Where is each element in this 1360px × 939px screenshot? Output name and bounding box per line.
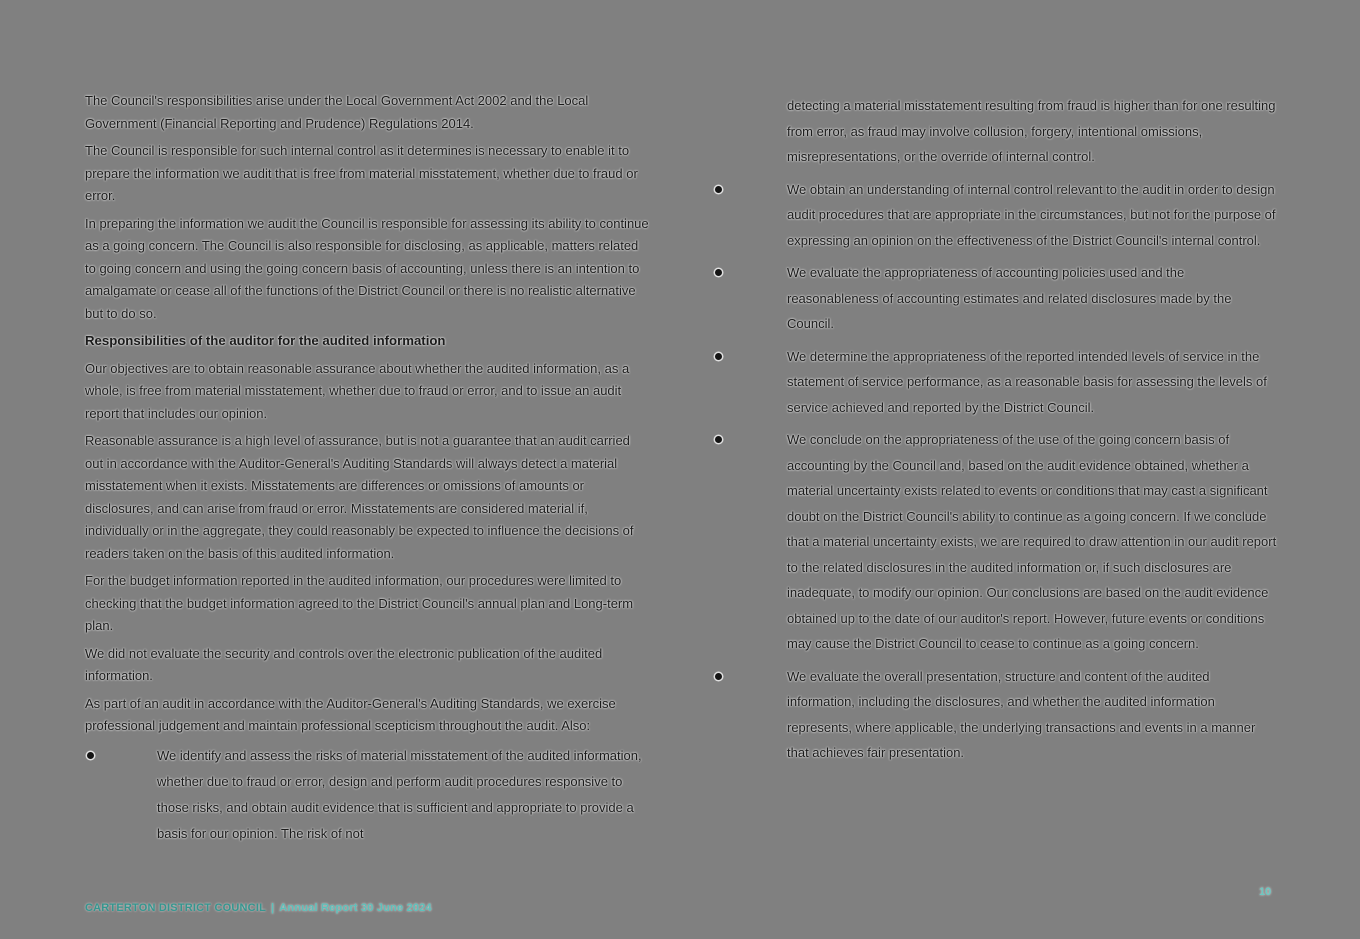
bullet-text: We evaluate the overall presentation, st… — [787, 668, 1256, 761]
bullet-text: We obtain an understanding of internal c… — [787, 181, 1276, 248]
bullet-item-internal-control-understanding: We obtain an understanding of internal c… — [713, 177, 1279, 254]
paragraph-going-concern: In preparing the information we audit th… — [85, 215, 649, 321]
bullet-text: We determine the appropriateness of the … — [787, 348, 1267, 415]
bullet-dot-icon — [715, 436, 722, 443]
bullet-text: We conclude on the appropriateness of th… — [787, 432, 1277, 651]
bullet-dot-icon — [87, 751, 94, 759]
bullet-dot-icon — [715, 672, 722, 680]
footer-separator: | — [271, 902, 275, 914]
bullet-item-levels-of-service: We determine the appropriateness of the … — [713, 344, 1279, 421]
right-column: detecting a material misstatement result… — [713, 93, 1279, 773]
page-footer: CARTERTON DISTRICT COUNCIL | Annual Report… — [85, 902, 432, 914]
bullet-dot-icon — [715, 269, 722, 276]
paragraph-council-responsibilities-acts: The Council's responsibilities arise und… — [85, 93, 589, 131]
bullet-dot-icon — [715, 185, 722, 193]
bullet-item-overall-presentation: We evaluate the overall presentation, st… — [713, 664, 1279, 766]
bullet-item-accounting-policies: We evaluate the appropriateness of accou… — [713, 260, 1279, 337]
paragraph-budget-information: For the budget information reported in t… — [85, 573, 634, 633]
section-heading-auditor-responsibilities: Responsibilities of the auditor for the … — [85, 333, 446, 348]
paragraph-objectives: Our objectives are to obtain reasonable … — [85, 360, 630, 421]
left-column: The Council's responsibilities arise und… — [85, 90, 651, 852]
paragraph-internal-control: The Council is responsible for such inte… — [85, 143, 638, 203]
bullet-text: We identify and assess the risks of mate… — [157, 747, 642, 841]
page-number: 10 — [1259, 886, 1272, 898]
paragraph-continuation-detecting-misstatement: detecting a material misstatement result… — [787, 98, 1276, 164]
paragraph-electronic-publication: We did not evaluate the security and con… — [85, 645, 603, 684]
footer-report-title: Annual Report 30 June 2024 — [279, 902, 432, 914]
bullet-item-going-concern-conclusion: We conclude on the appropriateness of th… — [713, 427, 1279, 657]
paragraph-professional-judgement: As part of an audit in accordance with t… — [85, 695, 616, 734]
footer-council-name: CARTERTON DISTRICT COUNCIL — [85, 902, 266, 914]
paragraph-reasonable-assurance: Reasonable assurance is a high level of … — [85, 433, 634, 561]
bullet-item-identify-risks: We identify and assess the risks of mate… — [85, 743, 651, 847]
bullet-text: We evaluate the appropriateness of accou… — [787, 265, 1232, 331]
bullet-dot-icon — [715, 352, 722, 360]
